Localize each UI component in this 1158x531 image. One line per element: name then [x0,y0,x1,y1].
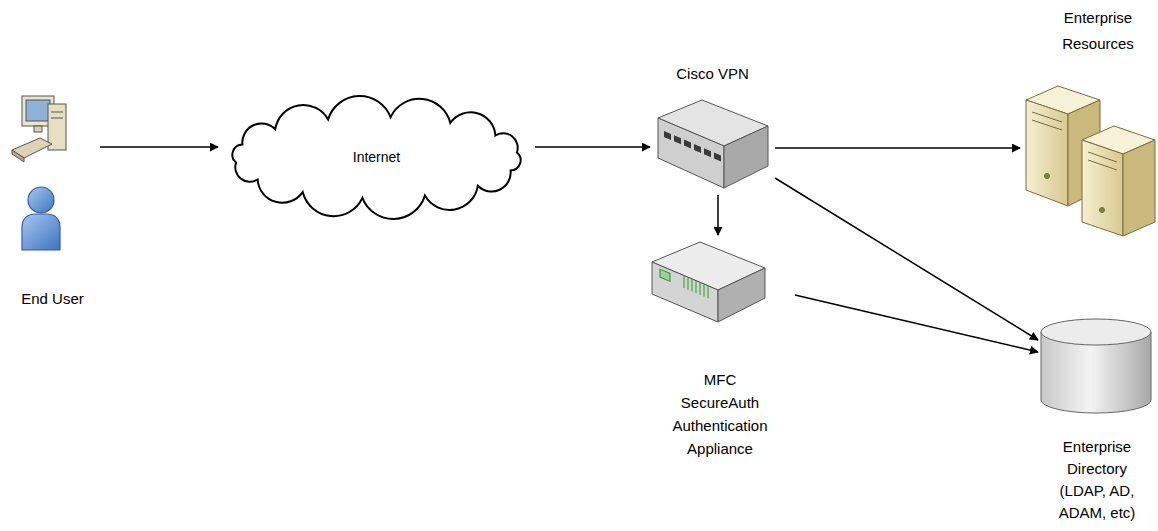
port-symbol [674,135,681,144]
arrow-connector [717,195,719,235]
port-symbol [714,153,721,162]
computer-icon [12,96,66,162]
vpn-switch-icon [658,100,768,188]
arrow-connector [775,178,1038,340]
arrow-connector [100,146,218,148]
vent-line [684,276,685,288]
node-label: Enterprise Directory (LDAP, AD, ADAM, et… [1053,436,1141,524]
arrow-connector [775,147,1020,149]
appliance-node: MFC SecureAuth Authentication Appliance [645,235,795,460]
vent-line [688,278,689,290]
cloud-shape [232,96,520,219]
resources-node: Enterprise Resources [1020,5,1156,240]
node-label: Internet [353,146,400,169]
node-label: Cisco VPN [676,62,749,85]
port-symbol [694,144,701,153]
vent-line [708,286,709,298]
vent-line [704,285,705,297]
server-icon [1026,86,1155,236]
vent-line [696,281,697,293]
port-symbol [684,140,691,149]
node-label: End User [21,287,84,310]
user-node: End User [5,95,100,310]
port-symbol [664,131,671,140]
directory-node: Enterprise Directory (LDAP, AD, ADAM, et… [1038,315,1156,524]
node-label: MFC SecureAuth Authentication Appliance [672,368,767,460]
user-icon [22,187,60,250]
vent-line [700,283,701,295]
vpn-node: Cisco VPN [650,60,775,195]
cloud-node: Internet [218,100,535,215]
arrow-connector [535,146,650,148]
vent-line [692,279,693,291]
port-symbol [704,148,711,157]
appliance-icon [652,242,765,322]
node-label: Enterprise Resources [1053,5,1143,57]
directory-cylinder-icon [1041,319,1151,413]
arrow-connector [795,295,1038,352]
